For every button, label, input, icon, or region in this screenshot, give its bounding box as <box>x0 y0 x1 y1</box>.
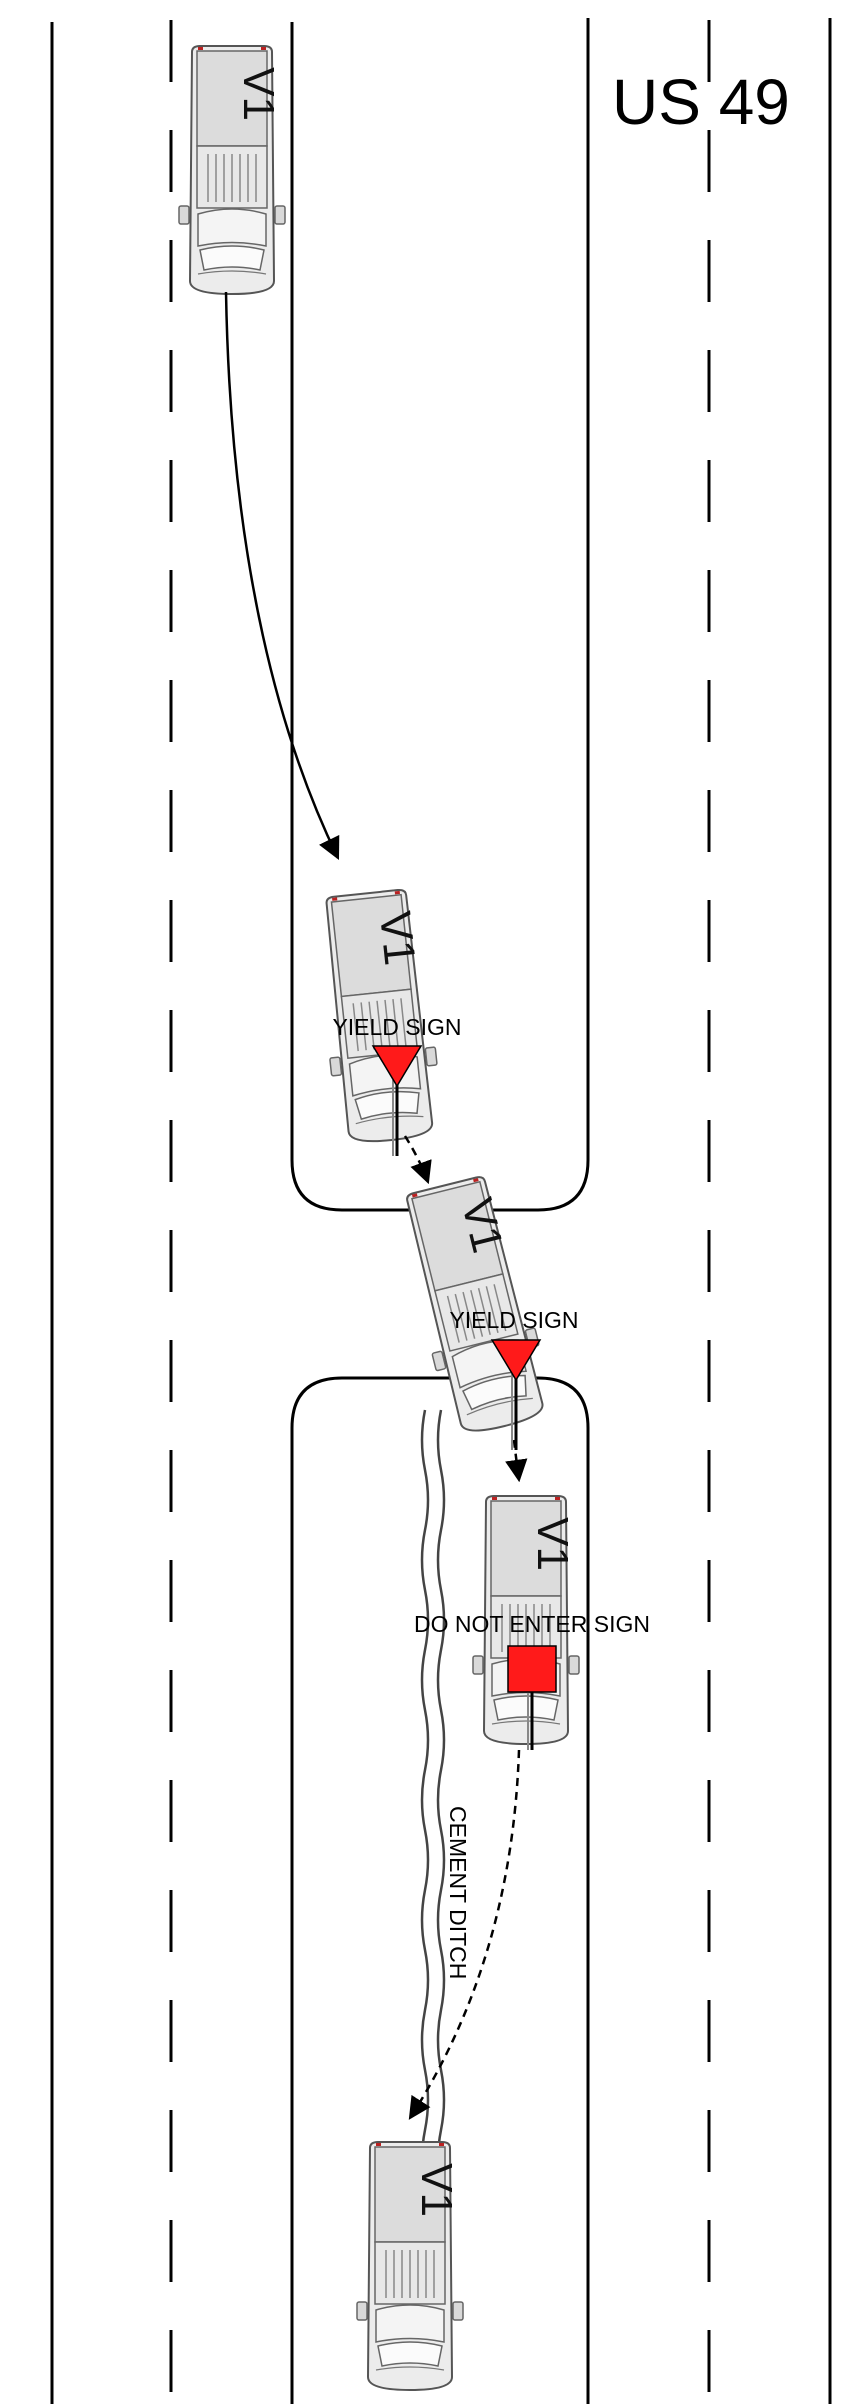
cement-ditch-label: CEMENT DITCH <box>445 1806 471 1979</box>
vehicle-label: V1 <box>234 67 283 121</box>
vehicle-label: V1 <box>528 1517 577 1571</box>
yield-sign-1: YIELD SIGN <box>332 1014 462 1156</box>
route-label: US 49 <box>612 66 790 138</box>
yield-triangle-icon <box>371 1045 423 1088</box>
road-lines <box>50 18 832 2404</box>
yield-triangle-icon <box>490 1339 542 1382</box>
path-dashed-2 <box>403 1135 432 1185</box>
path-dashed-4 <box>408 1749 521 2120</box>
vehicle-v1-position-4: V1 <box>472 1495 580 1745</box>
median-lower <box>290 1376 590 2404</box>
do-not-enter-sign: DO NOT ENTER SIGN <box>414 1611 650 1750</box>
path-solid-1 <box>224 291 340 861</box>
yield-sign-label: YIELD SIGN <box>449 1307 578 1333</box>
vehicle-v1-position-5: V1 <box>356 2141 464 2391</box>
yield-sign-label: YIELD SIGN <box>332 1014 461 1040</box>
vehicle-v1-position-2: V1 <box>312 886 446 1147</box>
do-not-enter-square-icon <box>507 1645 557 1693</box>
vehicle-label: V1 <box>370 909 424 968</box>
vehicle-v1-position-1: V1 <box>178 45 286 295</box>
path-dashed-3 <box>505 1439 528 1483</box>
do-not-enter-label: DO NOT ENTER SIGN <box>414 1611 650 1637</box>
vehicle-v1-position-3: V1 <box>392 1171 558 1440</box>
yield-sign-2: YIELD SIGN <box>449 1307 579 1450</box>
vehicle-label: V1 <box>412 2163 461 2217</box>
